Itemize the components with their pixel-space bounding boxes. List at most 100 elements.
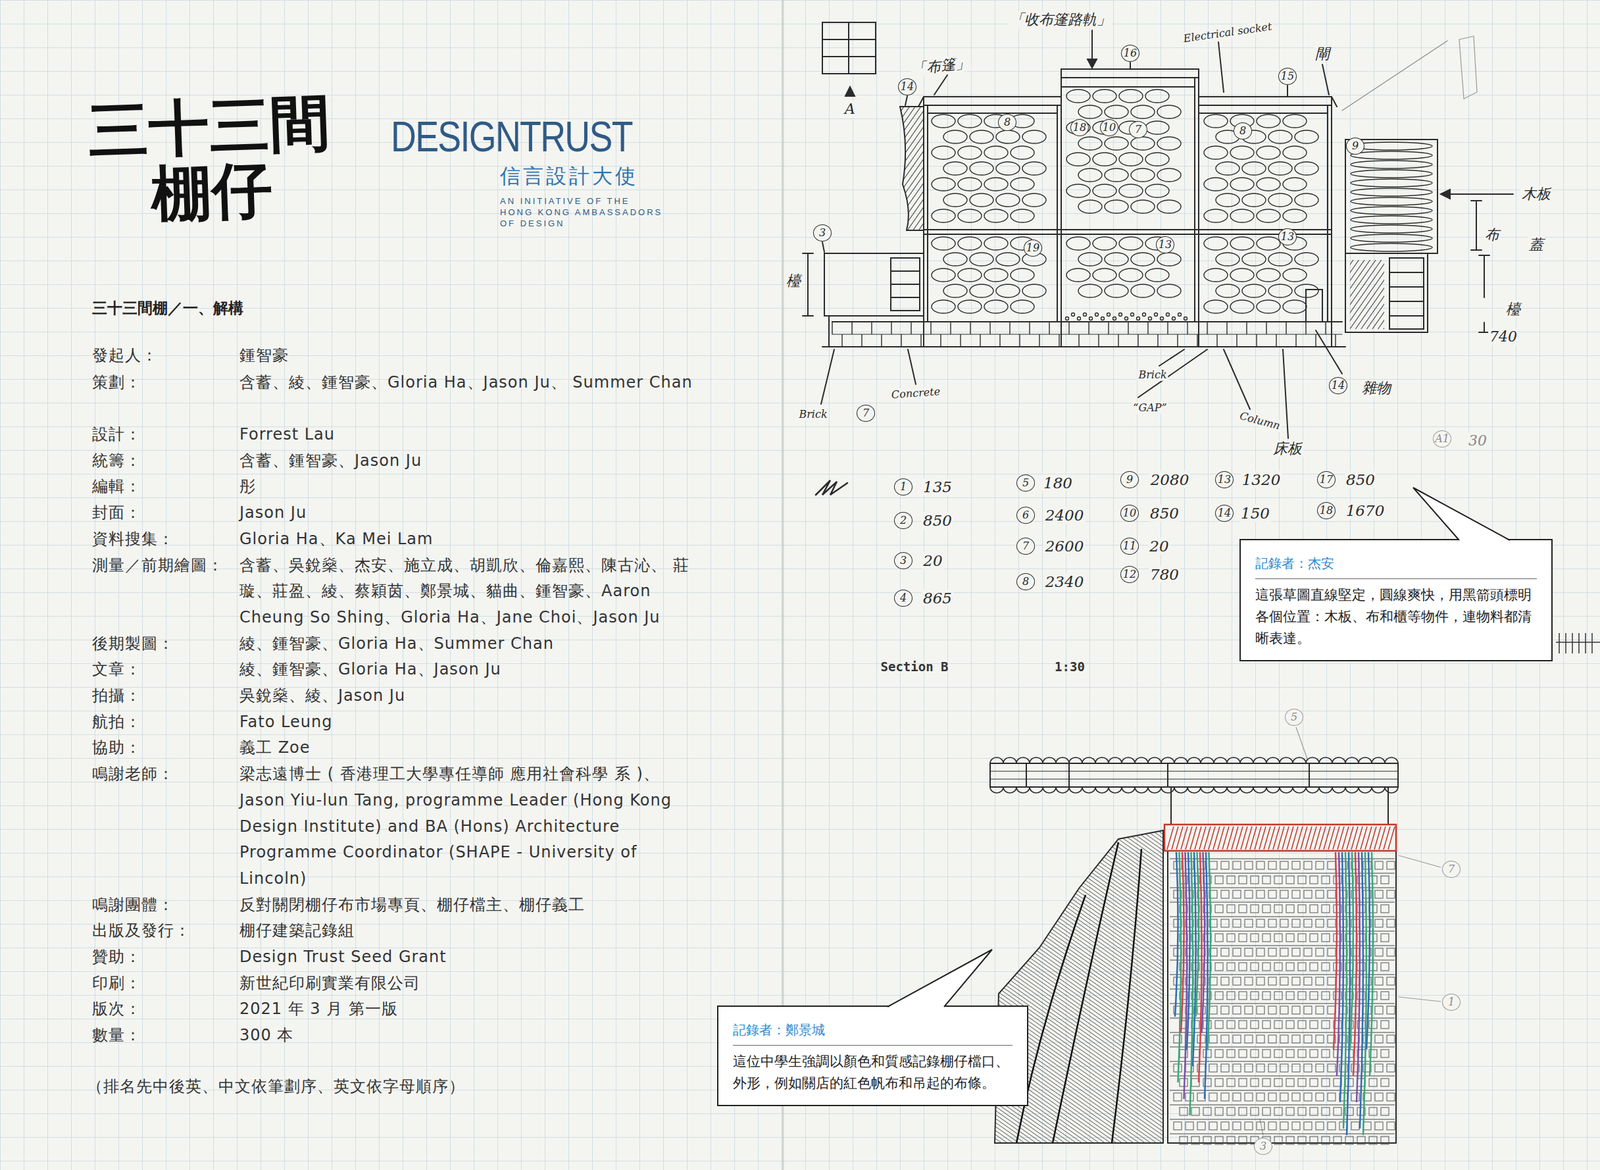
stall-texture <box>1292 976 1300 985</box>
callout-body: 這位中學生強調以顏色和質感記錄棚仔檔口、外形，例如關店的紅色帆布和吊起的布條。 <box>732 1050 1013 1095</box>
stall-texture <box>1274 962 1283 971</box>
stall-texture <box>1232 1092 1241 1101</box>
stall-texture <box>1333 1136 1342 1145</box>
callout-number: 12 <box>1120 565 1139 583</box>
sketch-texture <box>996 130 1020 144</box>
sketch-texture <box>1113 317 1117 321</box>
section-sketch <box>918 69 1337 107</box>
stall-texture <box>1309 1020 1318 1029</box>
sketch-annotation: 蓋 <box>1527 236 1545 253</box>
stall-texture <box>1256 1121 1265 1130</box>
sketch-texture <box>1119 184 1143 198</box>
sketch-texture <box>959 334 961 347</box>
stall-texture <box>1315 1034 1324 1043</box>
sketch-texture <box>1216 334 1218 347</box>
stall-texture <box>1280 1005 1289 1014</box>
sketch-texture <box>1350 215 1433 224</box>
stall-texture <box>1386 1005 1395 1014</box>
section-sketch <box>890 257 920 311</box>
sketch-texture <box>1256 300 1281 314</box>
stall-texture <box>1266 786 1280 793</box>
sketch-texture <box>1058 334 1060 347</box>
callout-number: 13 <box>1278 228 1297 246</box>
callout-number: 13 <box>1155 236 1175 254</box>
callout-tail <box>1413 487 1510 541</box>
sketch-annotation: 閘 <box>1313 45 1331 62</box>
stall-texture <box>1386 1034 1395 1043</box>
stall-texture <box>1268 1034 1277 1043</box>
section-sketch <box>848 22 850 74</box>
stall-texture <box>1121 757 1135 764</box>
stall-texture <box>1256 1092 1265 1101</box>
stall-texture <box>1327 1121 1336 1130</box>
stall-texture <box>1232 976 1241 985</box>
sketch-texture <box>1256 177 1281 191</box>
sketch-annotation: Column <box>1236 409 1283 433</box>
stall-texture <box>1226 1078 1235 1087</box>
stall-texture <box>1250 904 1259 913</box>
stall-texture <box>1327 1063 1336 1072</box>
sketch-texture <box>1130 284 1155 298</box>
stall-texture <box>990 757 1004 764</box>
callout-number: 18 <box>1070 119 1089 137</box>
sketch-annotation: A <box>843 100 857 118</box>
sketch-texture <box>1236 334 1237 347</box>
section-sketch <box>890 283 920 285</box>
stall-texture <box>1221 890 1229 899</box>
stall-texture <box>1274 991 1283 1000</box>
stall-texture <box>1203 1107 1212 1116</box>
section-sketch <box>1389 315 1424 317</box>
stall-texture <box>1303 948 1312 956</box>
callout-number: 14 <box>898 78 917 96</box>
sketch-texture <box>931 300 956 314</box>
stall-texture <box>1357 1136 1366 1145</box>
stall-texture <box>1292 948 1300 956</box>
stall-texture <box>1327 919 1336 927</box>
stall-texture <box>1215 933 1224 942</box>
stall-texture <box>1321 1136 1330 1145</box>
sketch-texture <box>931 146 956 160</box>
stall-texture <box>1244 1121 1253 1130</box>
section-sketch <box>890 270 920 272</box>
sketch-texture <box>1294 252 1319 266</box>
section-sketch <box>1389 300 1424 302</box>
sketch-annotation: Brick <box>1136 369 1168 381</box>
sketch-texture <box>989 321 991 335</box>
sketch-texture <box>940 334 941 347</box>
sketch-texture <box>1130 252 1155 266</box>
sketch-annotation: 檯 <box>1504 300 1522 318</box>
section-sketch <box>1315 330 1343 374</box>
credit-names: 綾、鍾智豪、Gloria Ha、Summer Chan <box>239 630 694 658</box>
sketch-texture <box>1268 161 1293 175</box>
stall-texture <box>1175 851 1179 1017</box>
sketch-texture <box>1077 317 1081 321</box>
sketch-texture <box>831 321 833 335</box>
section-sketch <box>1440 189 1450 199</box>
sketch-texture <box>910 321 912 335</box>
stall-texture <box>1169 1017 1395 1019</box>
stall-texture <box>1207 851 1212 1050</box>
sketch-texture <box>1230 146 1254 160</box>
sketch-texture <box>1215 284 1240 298</box>
callout-number: 11 <box>1120 537 1139 555</box>
sketch-texture <box>996 252 1020 266</box>
callout-number: 7 <box>856 404 875 422</box>
stall-texture <box>1250 1020 1259 1029</box>
stall-sketch <box>1068 763 1070 787</box>
sketch-texture <box>1145 152 1170 166</box>
sketch-texture <box>984 268 1008 282</box>
stall-texture <box>1345 757 1359 764</box>
sketch-texture <box>1268 130 1293 144</box>
sketch-texture <box>1350 206 1433 215</box>
drawing-caption: Section B <box>880 659 949 674</box>
sketch-texture <box>931 209 956 223</box>
callout-tail <box>887 949 993 1008</box>
stall-texture <box>1303 890 1312 899</box>
sketch-texture <box>1242 284 1266 298</box>
section-sketch <box>802 252 814 254</box>
sketch-texture <box>1078 200 1102 214</box>
stall-texture <box>1173 1121 1182 1130</box>
sketch-texture <box>1334 334 1336 347</box>
stall-texture <box>1215 1136 1224 1145</box>
stall-texture <box>1298 1078 1306 1087</box>
